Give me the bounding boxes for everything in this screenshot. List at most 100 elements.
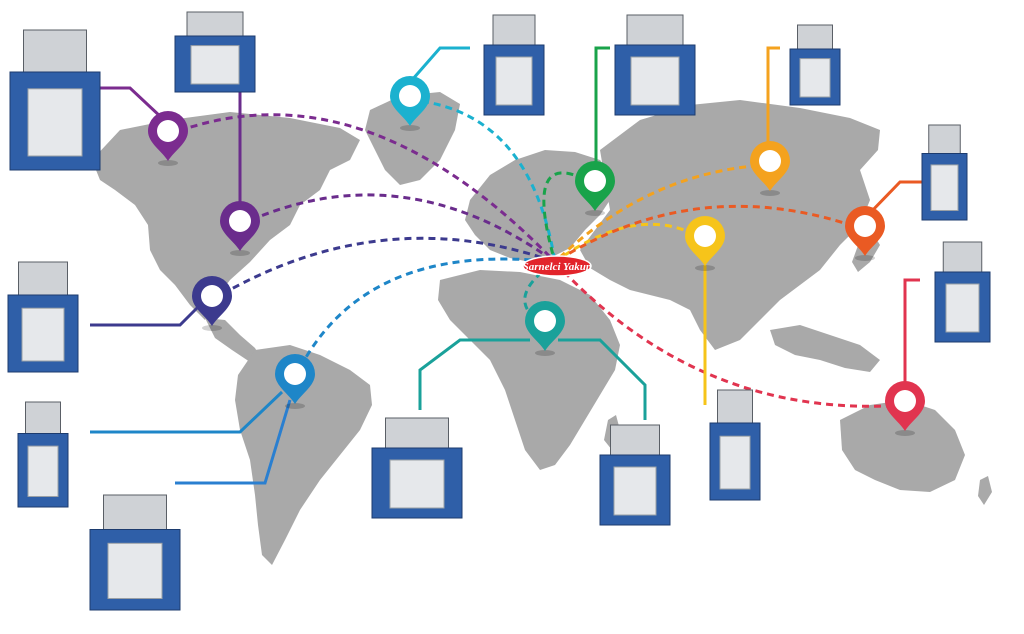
map-pin-central-america[interactable] <box>192 276 232 331</box>
machine-head <box>942 241 983 273</box>
brand-badge-shape <box>522 255 592 277</box>
route-arc <box>211 236 556 302</box>
pin-center <box>534 310 556 332</box>
route-arc <box>553 163 771 264</box>
map-pin-africa-north[interactable] <box>525 301 565 356</box>
machine-door <box>27 445 59 498</box>
africa-landmass <box>438 270 620 470</box>
rolling-mill-double <box>934 241 991 343</box>
machine-head <box>717 389 753 424</box>
machine-head <box>385 417 449 449</box>
central-america-landmass <box>205 318 262 362</box>
southeast-asia-landmass <box>770 325 880 372</box>
pin-center <box>157 120 179 142</box>
pin-center <box>284 363 306 385</box>
machine-head <box>492 14 536 46</box>
map-pin-north-america-central[interactable] <box>220 201 260 256</box>
pin-shadow <box>230 250 250 256</box>
machine-door <box>945 283 980 333</box>
map-pin-europe-north[interactable] <box>575 161 615 216</box>
machine-head <box>928 124 961 154</box>
pin-center <box>229 210 251 232</box>
machine-door <box>190 45 240 85</box>
leader-line <box>594 46 610 165</box>
map-pin-russia[interactable] <box>750 141 790 196</box>
pin-center <box>759 150 781 172</box>
pin-shadow <box>585 210 605 216</box>
australia-landmass <box>840 400 965 492</box>
machine-head <box>626 14 684 46</box>
pin-center <box>201 285 223 307</box>
machine-door <box>27 88 83 157</box>
ring-bending-machine <box>174 11 256 93</box>
map-pin-china[interactable] <box>685 216 725 271</box>
route-arc <box>553 260 906 408</box>
leader-line <box>175 399 292 485</box>
leader-line <box>866 180 922 217</box>
new-zealand-landmass <box>978 476 992 505</box>
pin-shadow <box>158 160 178 166</box>
leader-line <box>90 298 207 327</box>
pin-center <box>854 215 876 237</box>
brand-name: Şarnelci Yakup <box>523 261 592 273</box>
polishing-machine <box>921 124 968 221</box>
continents <box>92 92 992 565</box>
machine-door <box>630 56 680 106</box>
machine-head <box>610 424 660 456</box>
machine-head <box>186 11 244 37</box>
pin-center <box>694 225 716 247</box>
pin-center <box>584 170 606 192</box>
electric-rolling-mill <box>483 14 545 116</box>
press-machine <box>789 24 841 106</box>
machine-head <box>18 261 68 296</box>
leader-line <box>903 278 920 390</box>
machine-head <box>103 494 167 530</box>
wire-drawing-bench-machine <box>9 29 101 171</box>
brand-badge[interactable]: Şarnelci Yakup <box>522 255 592 277</box>
machine-door <box>719 435 751 490</box>
pin-center <box>399 85 421 107</box>
map-pin-north-america-west[interactable] <box>148 111 188 166</box>
leader-line <box>90 86 164 120</box>
route-arc <box>554 204 866 264</box>
route-arc <box>523 260 556 327</box>
leader-line <box>558 338 647 420</box>
leader-lines <box>90 46 922 485</box>
pins-layer <box>148 76 925 436</box>
machine-head <box>23 29 87 73</box>
machine-door <box>613 466 657 516</box>
map-pin-japan[interactable] <box>845 206 885 261</box>
pin-shadow <box>895 430 915 436</box>
machine-door <box>389 459 445 509</box>
machine-door <box>799 58 831 98</box>
machine-door <box>21 307 65 362</box>
welding-machine <box>599 424 671 526</box>
route-arcs <box>167 98 906 408</box>
leader-line <box>410 46 470 81</box>
pin-shadow <box>285 403 305 409</box>
machine-door <box>930 164 959 211</box>
chain-making-machine <box>614 14 696 116</box>
asia-landmass <box>580 100 880 350</box>
pin-shadow <box>400 125 420 131</box>
rolling-mill-machine <box>17 401 69 508</box>
bracelet-bending-machine <box>89 494 181 611</box>
ultrasonic-cleaner <box>371 417 463 519</box>
machines-layer <box>7 11 991 611</box>
pin-shadow <box>695 265 715 271</box>
map-pin-south-america[interactable] <box>275 354 315 409</box>
south-america-landmass <box>235 345 372 565</box>
pin-shadow <box>760 190 780 196</box>
map-pin-greenland[interactable] <box>390 76 430 131</box>
machine-head <box>797 24 833 50</box>
map-pin-australia[interactable] <box>885 381 925 436</box>
greenland-landmass <box>365 92 460 185</box>
leader-line <box>90 390 284 434</box>
route-arc <box>293 257 556 379</box>
pin-shadow <box>855 255 875 261</box>
machine-door <box>495 56 533 106</box>
route-arc <box>409 98 557 263</box>
pin-shadow <box>202 325 222 331</box>
tube-cutting-machine <box>7 261 79 373</box>
